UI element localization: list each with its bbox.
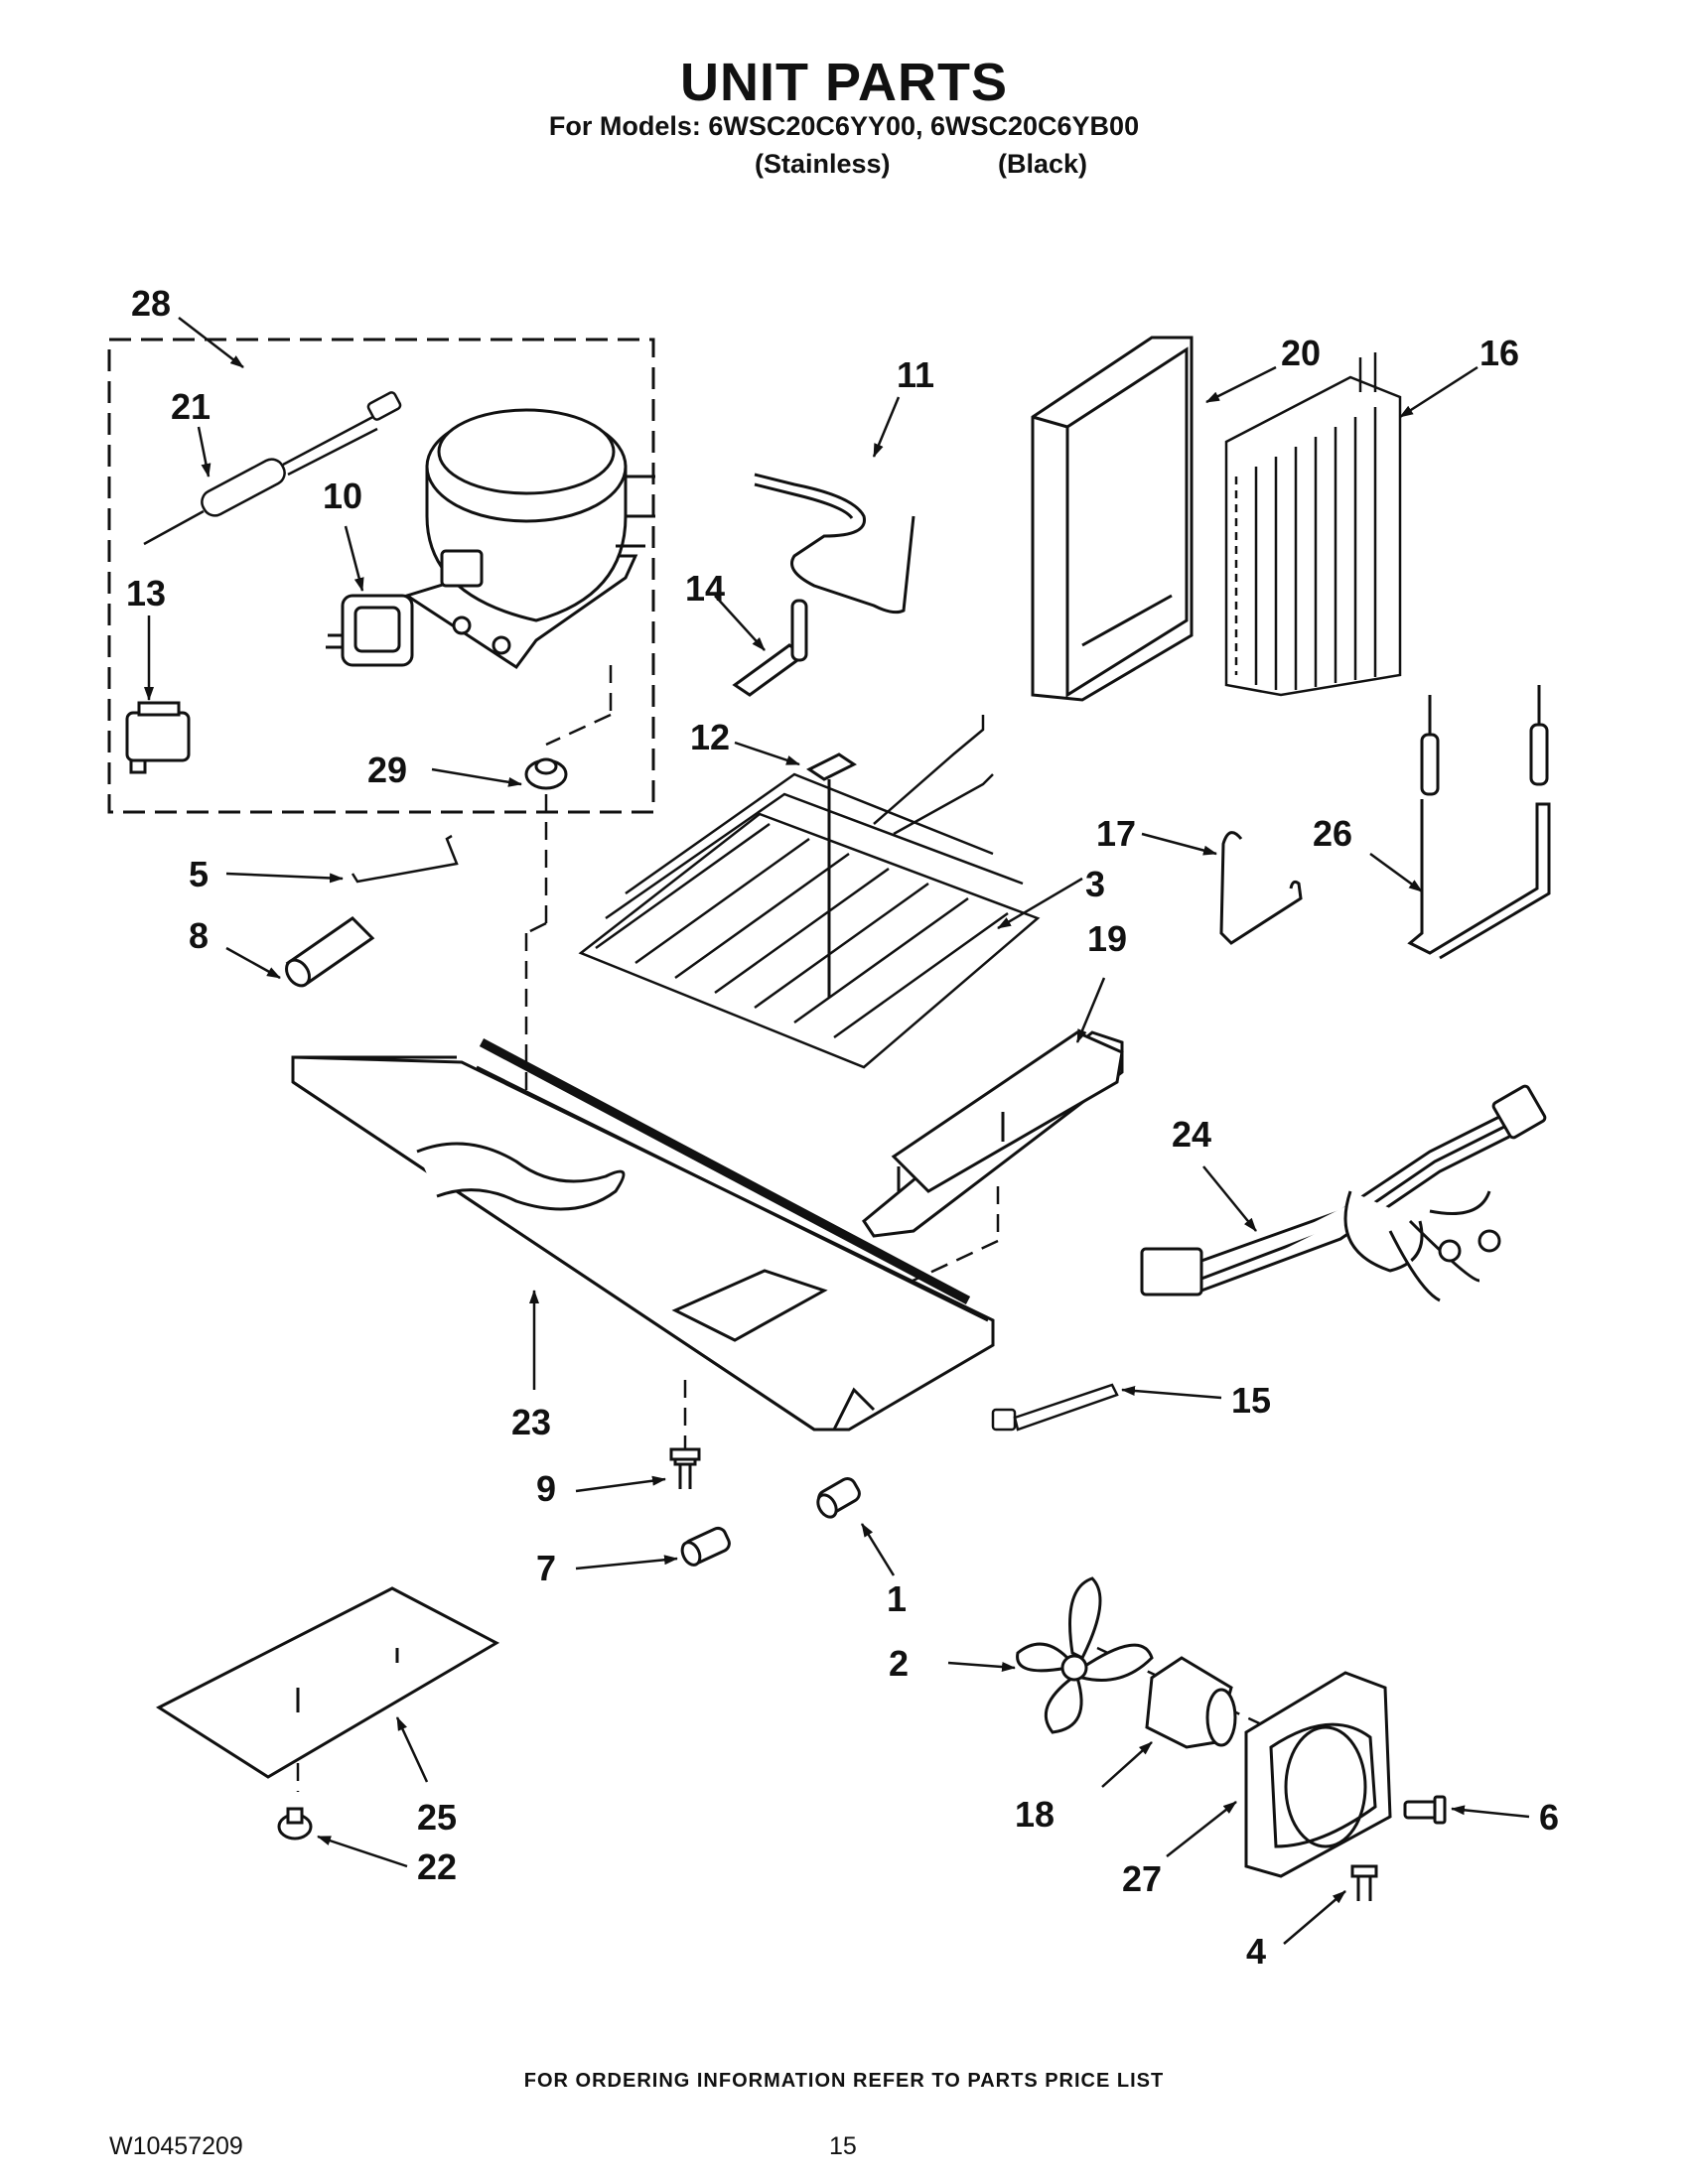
callout-24: 24 — [1172, 1114, 1211, 1155]
callout-26: 26 — [1313, 813, 1352, 854]
models-line: For Models: 6WSC20C6YY00, 6WSC20C6YB00 — [548, 111, 1140, 141]
part-compressor — [403, 408, 655, 670]
part-26-tube — [1407, 685, 1551, 960]
ordering-note: FOR ORDERING INFORMATION REFER TO PARTS … — [523, 2070, 1165, 2092]
callout-13: 13 — [126, 573, 166, 614]
part-18-fan-motor — [1145, 1656, 1237, 1749]
part-20-shroud — [1031, 336, 1194, 702]
part-6-screw — [1403, 1795, 1447, 1825]
part-25-pad — [155, 1586, 500, 1779]
callout-10: 10 — [323, 476, 362, 516]
part-16-condenser — [1224, 352, 1402, 697]
part-22-foot — [277, 1807, 313, 1841]
callout-29: 29 — [367, 750, 407, 790]
callout-1: 1 — [887, 1578, 907, 1619]
callout-22: 22 — [417, 1846, 457, 1887]
part-23-base — [291, 1038, 995, 1432]
part-9-screw — [669, 1447, 701, 1489]
callout-12: 12 — [690, 717, 730, 757]
callout-28: 28 — [131, 283, 171, 324]
part-13-relay — [125, 701, 191, 774]
part-4-screw — [1350, 1864, 1378, 1901]
part-7-spacer — [680, 1526, 731, 1567]
page-number: 15 — [829, 2132, 857, 2160]
callout-7: 7 — [536, 1548, 556, 1588]
variant-black: (Black) — [998, 149, 1088, 179]
callout-20: 20 — [1281, 333, 1321, 373]
variant-stainless: (Stainless) — [755, 149, 891, 179]
callout-6: 6 — [1539, 1797, 1559, 1838]
callout-5: 5 — [189, 854, 209, 894]
part-8-tube — [285, 916, 375, 988]
part-21-drier — [143, 391, 402, 546]
part-29-grommet — [524, 757, 568, 790]
part-12-clip — [806, 752, 857, 998]
leader-arrows — [144, 317, 1530, 1945]
callout-2: 2 — [889, 1643, 909, 1684]
part-11-tube — [754, 473, 915, 614]
part-27-fan-bracket — [1244, 1671, 1392, 1878]
callout-17: 17 — [1096, 813, 1136, 854]
part-5-wire — [351, 834, 459, 884]
callout-21: 21 — [171, 386, 211, 427]
part-24-harness — [1140, 1084, 1547, 1302]
callout-9: 9 — [536, 1468, 556, 1509]
callout-8: 8 — [189, 915, 209, 956]
callout-numbers: 28 21 10 13 29 5 8 11 14 12 20 16 17 26 … — [126, 283, 1559, 1972]
callout-11: 11 — [897, 354, 934, 395]
callout-15: 15 — [1231, 1380, 1271, 1421]
part-1-spacer — [816, 1477, 861, 1519]
callout-19: 19 — [1087, 918, 1127, 959]
callout-18: 18 — [1015, 1794, 1055, 1835]
compressor-group-box — [107, 338, 655, 814]
callout-23: 23 — [511, 1402, 551, 1442]
callout-25: 25 — [417, 1797, 457, 1838]
callout-4: 4 — [1246, 1931, 1266, 1972]
part-19-drain-pan — [862, 1030, 1124, 1238]
part-17-clip — [1219, 831, 1303, 945]
part-14-tube — [732, 599, 808, 697]
document-number: W10457209 — [109, 2132, 243, 2160]
callout-27: 27 — [1122, 1858, 1162, 1899]
callout-3: 3 — [1085, 864, 1105, 904]
part-15-cable-tie — [991, 1383, 1119, 1432]
part-10-overload — [326, 594, 414, 667]
part-2-fan-blade — [1016, 1576, 1154, 1734]
callout-14: 14 — [685, 568, 725, 609]
page-title: UNIT PARTS — [680, 53, 1008, 112]
part-3-evaporator — [578, 715, 1041, 1069]
callout-16: 16 — [1479, 333, 1519, 373]
